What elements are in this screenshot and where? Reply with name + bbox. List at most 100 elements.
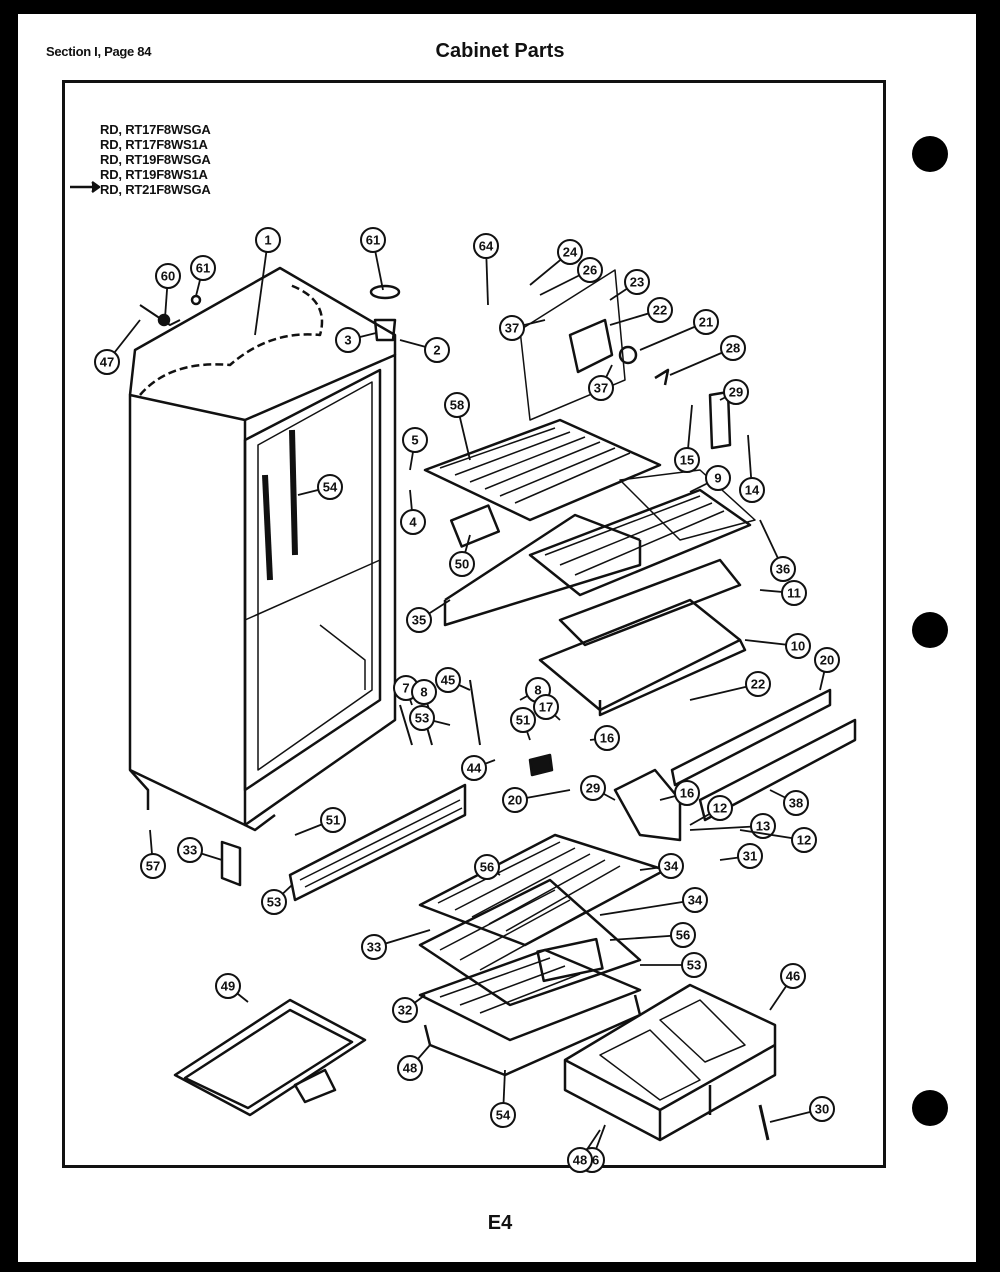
callout-number: 7 [402, 681, 409, 696]
callout-circle [502, 787, 528, 813]
diagram-frame [62, 80, 886, 1168]
callout-number: 51 [326, 813, 340, 828]
callout-number: 21 [699, 315, 713, 330]
callout-number: 61 [366, 233, 380, 248]
callout-number: 53 [687, 958, 701, 973]
callout-number: 30 [815, 1102, 829, 1117]
callout-leader [254, 239, 269, 336]
callout-circle [745, 671, 771, 697]
callout-circle [723, 379, 749, 405]
page-title: Cabinet Parts [435, 40, 565, 62]
callout-number: 64 [479, 239, 494, 254]
callout-circle [215, 973, 241, 999]
callout-circle [255, 227, 281, 253]
callout-number: 54 [496, 1108, 511, 1123]
callout-circle [783, 790, 809, 816]
callout-circle [435, 667, 461, 693]
callout-circle [588, 375, 614, 401]
callout-circle [392, 997, 418, 1023]
callout-number: 53 [415, 711, 429, 726]
callout-number: 33 [183, 843, 197, 858]
callout-leader [599, 899, 696, 916]
evaporator-assembly [443, 469, 756, 717]
paper-sheet [18, 14, 976, 1262]
callout-number: 14 [745, 483, 760, 498]
callout-number: 37 [505, 321, 519, 336]
callout-number: 53 [267, 895, 281, 910]
page-number: E4 [487, 1212, 513, 1234]
rail-upper [670, 688, 832, 787]
callout-circle [770, 556, 796, 582]
callout-circle [424, 337, 450, 363]
callout-circle [670, 922, 696, 948]
callout-number: 16 [600, 731, 614, 746]
callout-circle [533, 694, 559, 720]
callout-number: 3 [344, 333, 351, 348]
callout-circle [490, 1102, 516, 1128]
callout-circle [261, 889, 287, 915]
callout-number: 4 [409, 515, 417, 530]
callout-number: 20 [820, 653, 834, 668]
callout-circle [499, 315, 525, 341]
callout-number: 36 [776, 562, 790, 577]
model-item: RD, RT21F8WSGA [100, 182, 211, 197]
callout-number: 47 [100, 355, 114, 370]
callout-circle [791, 827, 817, 853]
callout-circle [317, 474, 343, 500]
callout-circle [510, 707, 536, 733]
callout-circle [674, 780, 700, 806]
callout-number: 44 [467, 761, 482, 776]
callout-number: 12 [797, 833, 811, 848]
callout-circle [780, 963, 806, 989]
toe-grille [220, 783, 467, 902]
callout-number: 56 [480, 860, 494, 875]
callout-circle [402, 427, 428, 453]
callout-circle [737, 843, 763, 869]
callout-number: 13 [756, 819, 770, 834]
callout-circle [400, 509, 426, 535]
cabinet-shell [128, 266, 397, 832]
callout-circle [814, 647, 840, 673]
callout-circle [720, 335, 746, 361]
callout-number: 37 [594, 381, 608, 396]
section-page-label: Section I, Page 84 [46, 44, 152, 59]
callout-number: 8 [420, 685, 427, 700]
binder-hole [912, 136, 948, 172]
callout-number: 11 [787, 586, 801, 601]
callout-number: 58 [450, 398, 464, 413]
model-item: RD, RT19F8WSGA [100, 152, 211, 167]
model-item: RD, RT17F8WS1A [100, 137, 208, 152]
callout-circle [739, 477, 765, 503]
callout-number: 34 [688, 893, 703, 908]
callout-number: 35 [412, 613, 426, 628]
callout-circle [94, 349, 120, 375]
model-item: RD, RT17F8WSGA [100, 122, 211, 137]
callout-number: 56 [676, 928, 690, 943]
callout-number: 45 [441, 673, 455, 688]
callout-circle [335, 327, 361, 353]
callout-circle [190, 255, 216, 281]
fresh-food-shelves [418, 833, 667, 1077]
callout-number: 28 [726, 341, 740, 356]
control-panel [519, 269, 732, 450]
freezer-shelf [423, 418, 662, 522]
callout-circle [177, 837, 203, 863]
callout-number: 12 [713, 801, 727, 816]
callout-circle [155, 263, 181, 289]
callout-number: 24 [563, 245, 578, 260]
callout-number: 20 [508, 793, 522, 808]
callout-number: 29 [729, 385, 743, 400]
callout-circle [461, 755, 487, 781]
callout-circle [406, 607, 432, 633]
model-item: RD, RT19F8WS1A [100, 167, 208, 182]
callout-number: 8 [534, 683, 541, 698]
callout-number: 49 [221, 979, 235, 994]
callout-circle [577, 257, 603, 283]
callout-circle [674, 447, 700, 473]
callout-circle [411, 679, 437, 705]
callout-circle [681, 952, 707, 978]
callout-circle [473, 233, 499, 259]
callout-number: 54 [323, 480, 338, 495]
